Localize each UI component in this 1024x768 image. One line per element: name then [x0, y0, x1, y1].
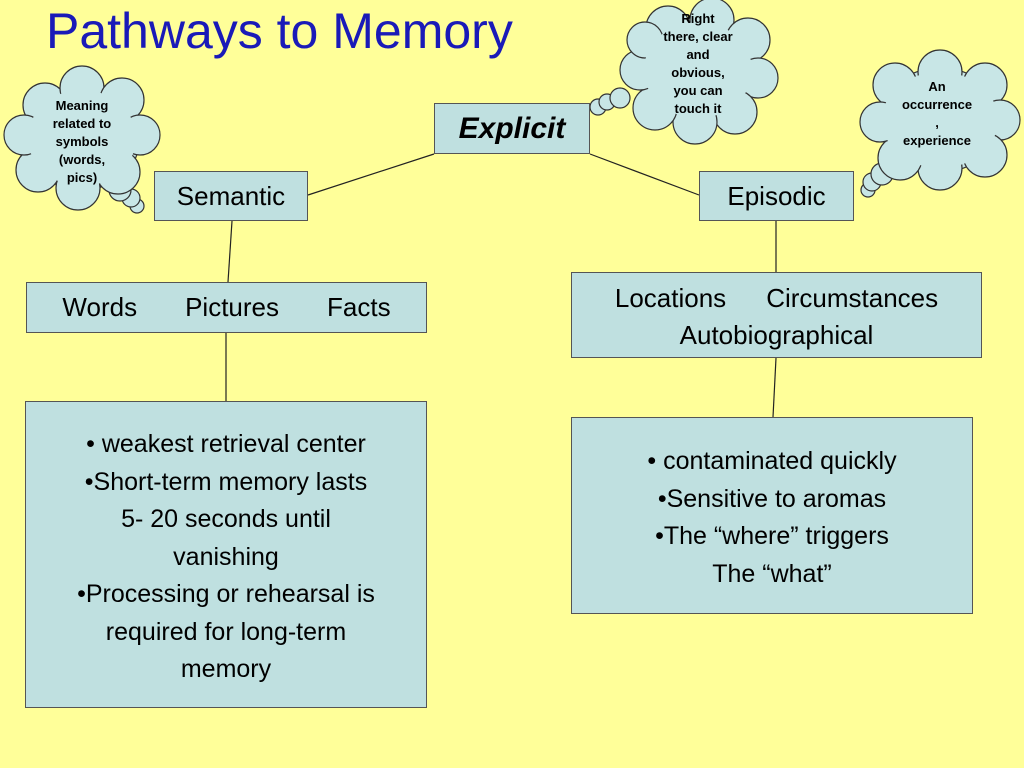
- semantic-notes-box: • weakest retrieval center •Short-term m…: [25, 401, 427, 708]
- type-autobiographical: Autobiographical: [679, 320, 874, 350]
- thought-cloud-semantic: [3, 65, 161, 214]
- cloud-text-episodic: An occurrence , experience: [901, 79, 973, 148]
- page-title: Pathways to Memory: [46, 3, 513, 59]
- episodic-types-row: Locations Circumstances: [572, 280, 981, 317]
- cloud-text-explicit: Right there, clear and obvious, you can …: [663, 11, 733, 116]
- note-line: • contaminated quickly: [647, 447, 897, 475]
- connector-types-notes-right: [772, 357, 777, 418]
- connector-explicit-episodic: [589, 153, 700, 196]
- note-line: •Sensitive to aromas: [657, 484, 887, 513]
- note-line: • weakest retrieval center: [86, 430, 366, 458]
- note-line: 5- 20 seconds until: [121, 505, 331, 533]
- semantic-box: Semantic: [154, 171, 308, 221]
- episodic-types-box: Locations Circumstances Autobiographical: [571, 272, 982, 358]
- type-facts: Facts: [327, 292, 391, 322]
- note-line: vanishing: [173, 542, 279, 571]
- explicit-box: Explicit: [434, 103, 590, 154]
- thought-cloud-explicit: [589, 0, 779, 145]
- type-locations: Locations: [614, 283, 727, 313]
- note-line: memory: [180, 655, 272, 683]
- semantic-types-box: Words Pictures Facts: [26, 282, 427, 333]
- type-circumstances: Circumstances: [766, 283, 939, 313]
- note-line: •Short-term memory lasts: [84, 467, 368, 496]
- connector-semantic-types: [227, 220, 233, 283]
- thought-cloud-episodic: [859, 49, 1021, 198]
- connector-explicit-semantic: [307, 153, 435, 196]
- type-pictures: Pictures: [185, 292, 279, 322]
- episodic-notes-box: • contaminated quickly •Sensitive to aro…: [571, 417, 973, 614]
- note-line: required for long-term: [105, 617, 347, 646]
- note-line: The “what”: [712, 559, 832, 588]
- note-line: •Processing or rehearsal is: [77, 580, 375, 608]
- cloud-text-semantic: Meaning related to symbols (words, pics): [52, 98, 112, 185]
- episodic-box: Episodic: [699, 171, 854, 221]
- note-line: •The “where” triggers: [655, 522, 889, 550]
- type-words: Words: [62, 292, 138, 322]
